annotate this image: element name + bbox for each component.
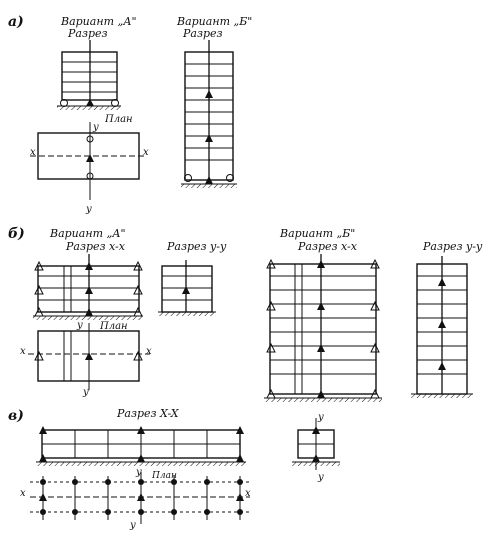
a-variant-a-section: Разрез xyxy=(67,27,108,40)
section-marker-b: б) xyxy=(8,226,25,242)
b-variant-a-title: Вариант „А" xyxy=(49,227,126,240)
c-section-xx-frame xyxy=(36,426,246,466)
c-section-xx: Разрез X-X xyxy=(116,407,180,420)
b-axis-y-bottom: y xyxy=(82,387,89,398)
c-axis-x-right: x xyxy=(245,488,251,499)
a-variant-b-title: Вариант „Б" xyxy=(176,15,252,28)
a-variant-b-section: Разрез xyxy=(182,27,223,40)
b-plan xyxy=(28,323,150,390)
c-plan xyxy=(30,472,250,524)
c-section-yy-frame xyxy=(292,418,340,470)
a-axis-x-right: x xyxy=(143,147,149,158)
a-variant-b-frame xyxy=(181,40,237,188)
a-variant-a-title: Вариант „А" xyxy=(60,15,137,28)
b-variant-a-section-yy-frame xyxy=(158,260,216,316)
c-plan-label: План xyxy=(151,471,177,481)
section-marker-a: a) xyxy=(8,14,24,30)
a-plan xyxy=(30,122,146,200)
b-axis-x-left: x xyxy=(20,346,26,357)
c-axis-y-top: y xyxy=(135,467,142,478)
b-axis-x-right: x xyxy=(146,346,152,357)
b-variant-a-section-xx-frame xyxy=(33,254,143,320)
a-variant-a-frame xyxy=(57,40,121,110)
b-variant-b-section-xx: Разрез x-x xyxy=(297,240,358,253)
b-plan-label: План xyxy=(99,321,128,332)
a-axis-x-left: x xyxy=(30,147,36,158)
b-variant-b-title: Вариант „Б" xyxy=(279,227,355,240)
b-variant-b-section-yy-frame xyxy=(411,256,473,398)
b-variant-a-section-xx: Разрез x-x xyxy=(65,240,126,253)
section-marker-c: в) xyxy=(8,408,24,424)
b-variant-b-section-yy: Разрез y-y xyxy=(422,240,483,253)
c-axis-x-left: x xyxy=(20,488,26,499)
a-plan-label: План xyxy=(104,114,133,125)
b-variant-b-section-xx-frame xyxy=(264,254,382,402)
b-axis-y-top: y xyxy=(76,320,83,331)
a-axis-y-bottom: y xyxy=(85,204,92,215)
b-variant-a-section-yy: Разрез y-y xyxy=(166,240,227,253)
c-yy-axis-top: y xyxy=(317,412,324,423)
c-axis-y-bottom: y xyxy=(129,520,136,531)
a-axis-y-top: y xyxy=(92,122,99,133)
c-yy-axis-bottom: y xyxy=(317,472,324,483)
